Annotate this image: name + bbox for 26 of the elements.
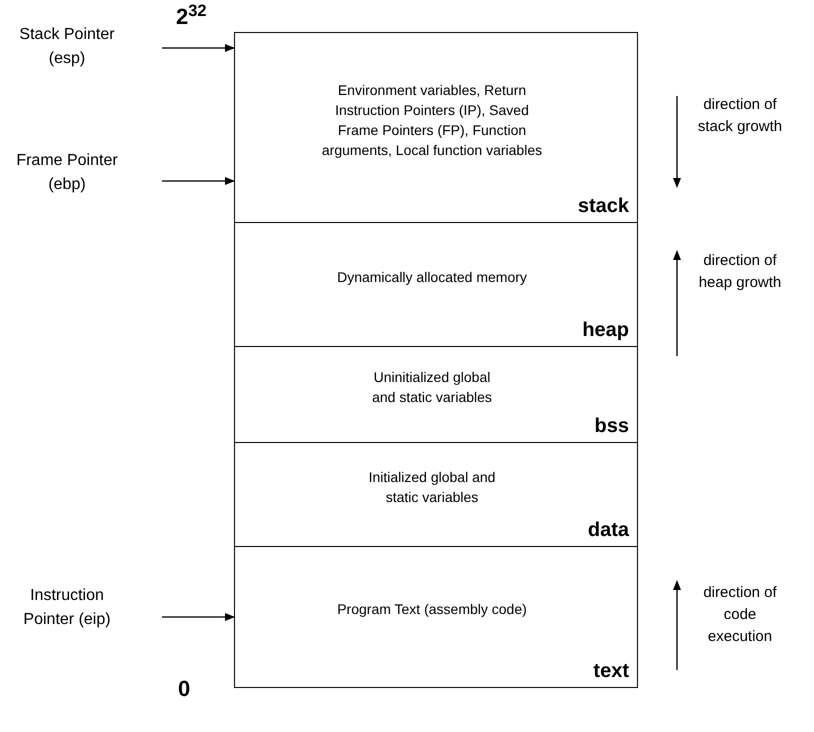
segment-description: Environment variables, Return Instruction Pointers (IP), Saved Frame Pointers (FP), Function arguments, Local function variables: [320, 80, 544, 160]
address-label: 0: [178, 678, 192, 700]
arrow: [162, 613, 235, 621]
memory-segment: [234, 222, 638, 347]
arrow: [162, 44, 235, 52]
memory-segment: [234, 546, 638, 688]
segment-name: bss: [594, 414, 629, 438]
pointer-label: Frame Pointer (ebp): [15, 151, 119, 195]
pointer-label: Instruction Pointer (eip): [22, 586, 112, 630]
memory-segment: [234, 346, 638, 443]
segment-description: Uninitialized global and static variables: [371, 368, 493, 406]
address-label: 2$^{32}$: [176, 6, 208, 28]
segment-name: data: [588, 518, 629, 542]
segment-name: stack: [578, 194, 629, 218]
memory-segment: [234, 442, 638, 547]
direction-label: direction of code execution: [702, 583, 778, 647]
segment-description: Dynamically allocated memory: [337, 268, 527, 286]
segment-name: heap: [582, 318, 629, 342]
segment-description: Initialized global and static variables: [368, 468, 496, 506]
direction-label: direction of heap growth: [698, 251, 782, 293]
pointer-label: Stack Pointer (esp): [18, 25, 116, 69]
segment-description: Program Text (assembly code): [337, 600, 527, 619]
memory-segment: [234, 32, 638, 223]
direction-label: direction of stack growth: [697, 95, 783, 137]
segment-name: text: [593, 659, 629, 683]
arrow: [162, 177, 235, 185]
